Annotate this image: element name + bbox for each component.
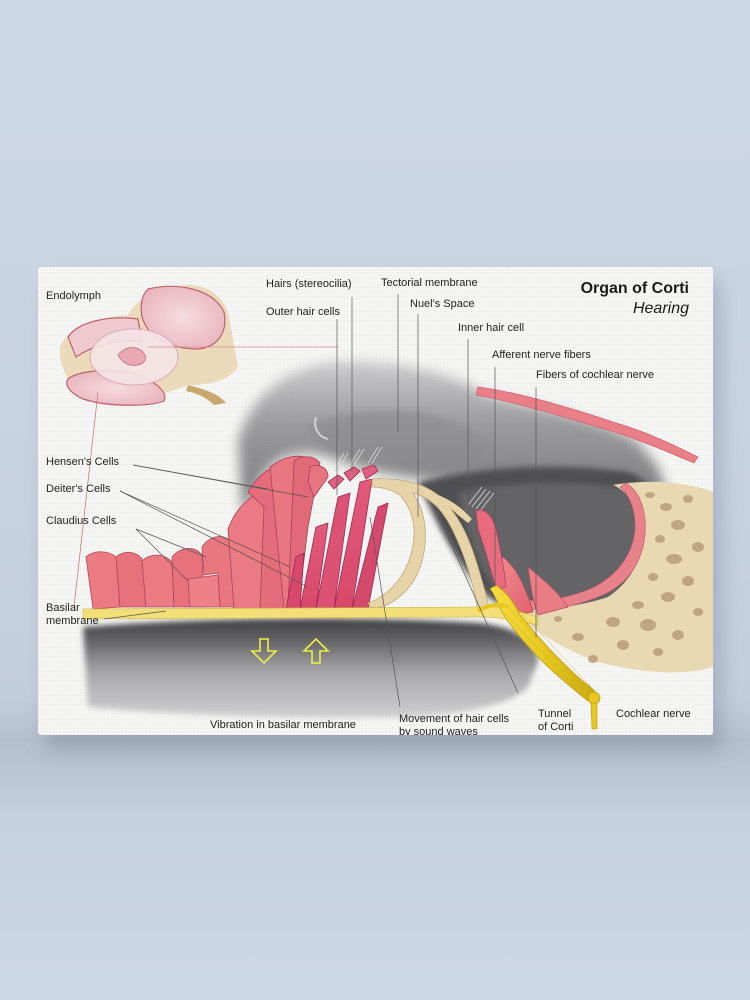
- tectorial-membrane: [308, 410, 498, 466]
- tunnel-of-corti-shape: [367, 478, 491, 613]
- label-basilar-line2: membrane: [46, 615, 99, 627]
- diagram-title: Organ of Corti: [580, 280, 689, 297]
- scala-tympani-fluid: [83, 618, 538, 718]
- label-endolymph: Endolymph: [46, 290, 102, 302]
- label-tunnel-line1: Tunnel: [538, 708, 572, 720]
- claudius-cells-shape: [85, 536, 235, 610]
- leader-lines: [73, 294, 537, 708]
- vibration-down-arrow-icon: [250, 638, 278, 665]
- reissner-membrane: [475, 386, 699, 464]
- label-tunnel-of-corti: Tunnel of Corti: [538, 708, 573, 734]
- bone-tissue: [508, 481, 713, 673]
- label-tunnel-line2: of Corti: [538, 721, 574, 733]
- label-basilar-line1: Basilar: [46, 602, 80, 614]
- label-fibers-of-cochlear-nerve: Fibers of cochlear nerve: [536, 369, 654, 381]
- stereocilia-shape: [333, 446, 495, 512]
- organ-of-corti-illustration: [59, 285, 713, 730]
- label-basilar-membrane: Basilar membrane: [46, 602, 99, 628]
- label-movement-line2: by sound waves: [399, 726, 478, 735]
- label-inner-hair-cell: Inner hair cell: [458, 322, 525, 334]
- outer-hair-cells-shape: [285, 464, 389, 610]
- label-movement-line1: Movement of hair cells: [399, 713, 510, 725]
- label-hairs-stereocilia: Hairs (stereocilia): [266, 278, 352, 290]
- label-tectorial-membrane: Tectorial membrane: [381, 277, 478, 289]
- canvas-print: Organ of Corti Hearing Endolymph Hairs (…: [38, 267, 713, 735]
- label-afferent-nerve-fibers: Afferent nerve fibers: [492, 349, 591, 361]
- label-claudius-cells: Claudius Cells: [46, 515, 117, 527]
- diagram-subtitle: Hearing: [632, 300, 689, 317]
- label-hensens-cells: Hensen's Cells: [46, 456, 120, 468]
- inner-hair-cell-shape: [475, 509, 507, 590]
- label-nuels-space: Nuel's Space: [410, 298, 475, 310]
- label-deiters-cells: Deiter's Cells: [46, 483, 111, 495]
- label-movement-hair-cells: Movement of hair cells by sound waves: [399, 713, 509, 735]
- label-cochlear-nerve: Cochlear nerve: [616, 708, 691, 720]
- diagram-title-block: Organ of Corti Hearing: [581, 279, 689, 319]
- label-outer-hair-cells: Outer hair cells: [266, 306, 340, 318]
- label-vibration-basilar: Vibration in basilar membrane: [210, 719, 356, 731]
- cochlea-cross-section-inset: [59, 285, 338, 406]
- cochlear-nerve-shape: [476, 584, 601, 730]
- tectorial-hook: [314, 416, 329, 440]
- vibration-up-arrow-icon: [302, 637, 330, 664]
